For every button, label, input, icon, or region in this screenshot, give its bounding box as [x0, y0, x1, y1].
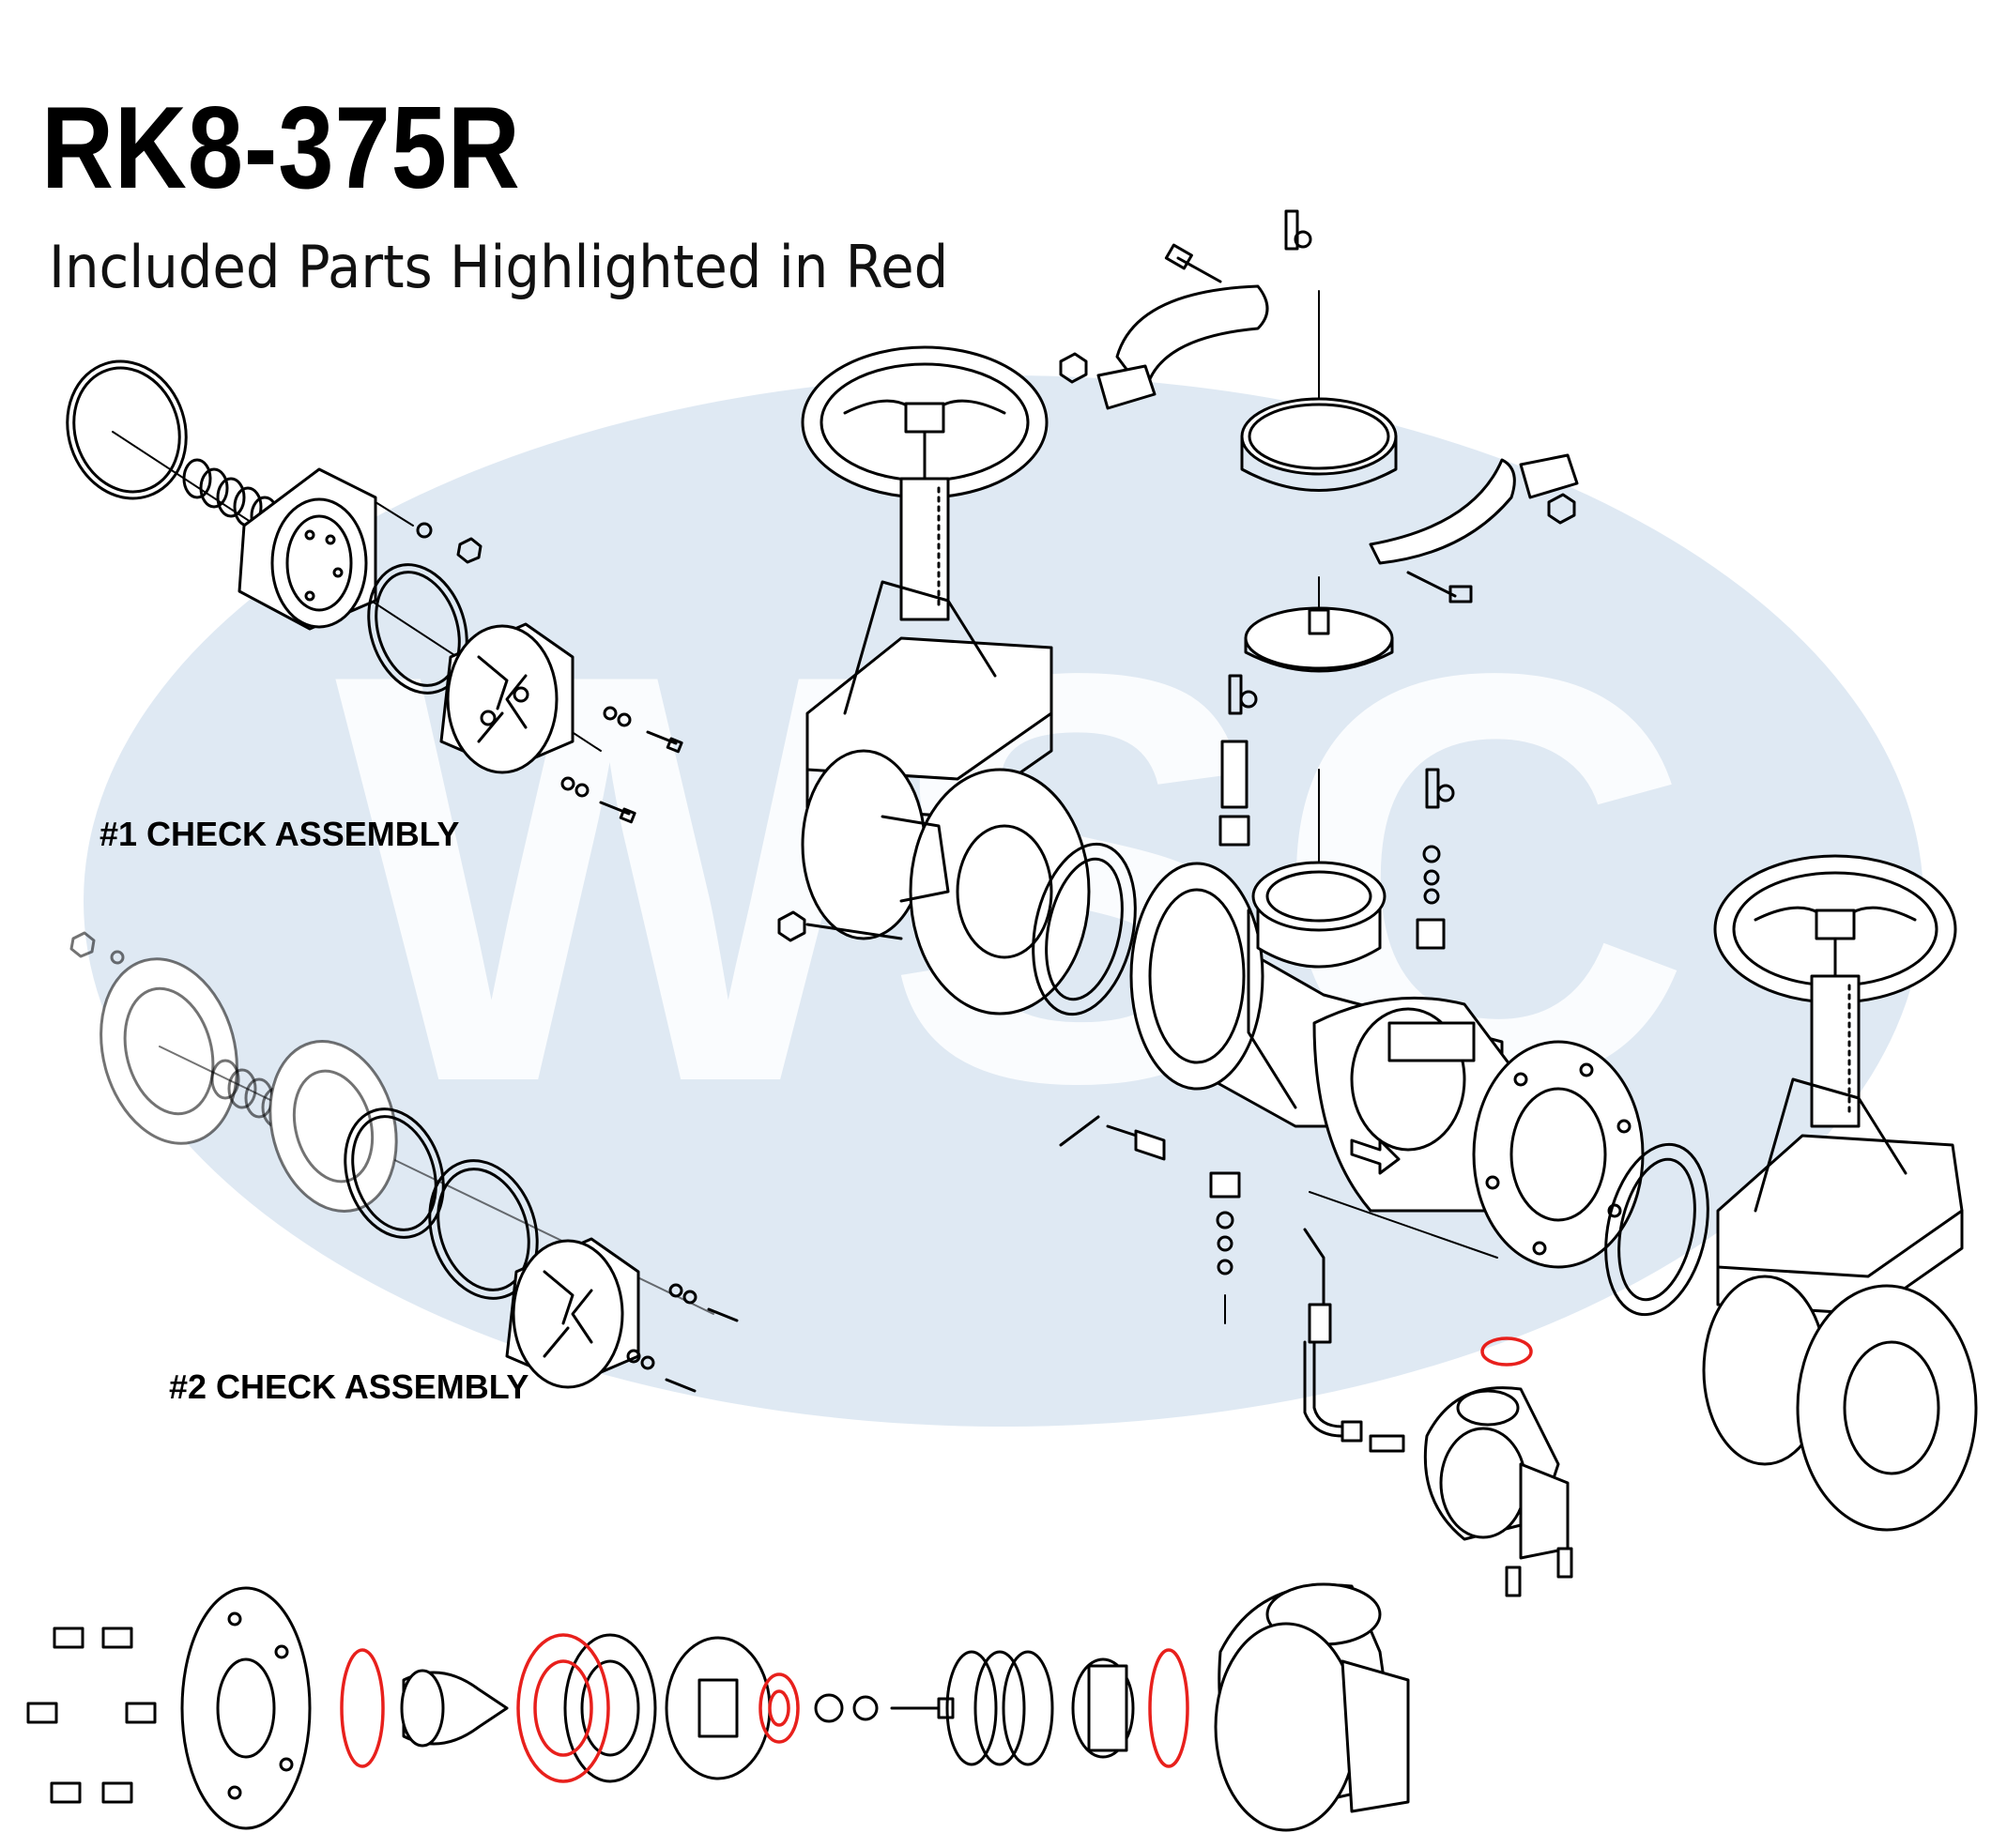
flange-gasket-right [1604, 1142, 1709, 1317]
relief-valve [1303, 1191, 1573, 1597]
included-parts-highlight [340, 1336, 1533, 1783]
disc-washer [758, 1672, 800, 1744]
page-title: RK8-375R [41, 84, 521, 213]
diaphragm [516, 1633, 610, 1783]
cover-bolts [26, 1627, 157, 1804]
main-valve-body [1059, 861, 1645, 1269]
check-assembly-1-label: #1 CHECK ASSEMBLY [100, 815, 460, 853]
page-subtitle: Included Parts Highlighted in Red [49, 233, 949, 301]
check-assembly-2-label: #2 CHECK ASSEMBLY [169, 1367, 529, 1406]
seat-oring [1148, 1648, 1189, 1768]
disc-washer-inner [768, 1689, 790, 1727]
check-assembly-2 [69, 931, 714, 1315]
relief-seat-oring [1480, 1336, 1533, 1367]
flange-gasket-left [1032, 842, 1137, 1016]
coupling-parts [1059, 209, 1579, 864]
diaphragm-inner [533, 1659, 593, 1757]
gate-valve-left [777, 345, 1091, 1016]
check-assembly-1 [66, 359, 683, 824]
cover-oring [340, 1648, 385, 1768]
test-cocks [1209, 674, 1455, 1324]
screws-1 [560, 706, 683, 824]
gate-valve-right [1702, 854, 1978, 1532]
relief-spring [945, 1650, 1054, 1766]
relief-valve-breakdown [26, 1582, 1410, 1832]
